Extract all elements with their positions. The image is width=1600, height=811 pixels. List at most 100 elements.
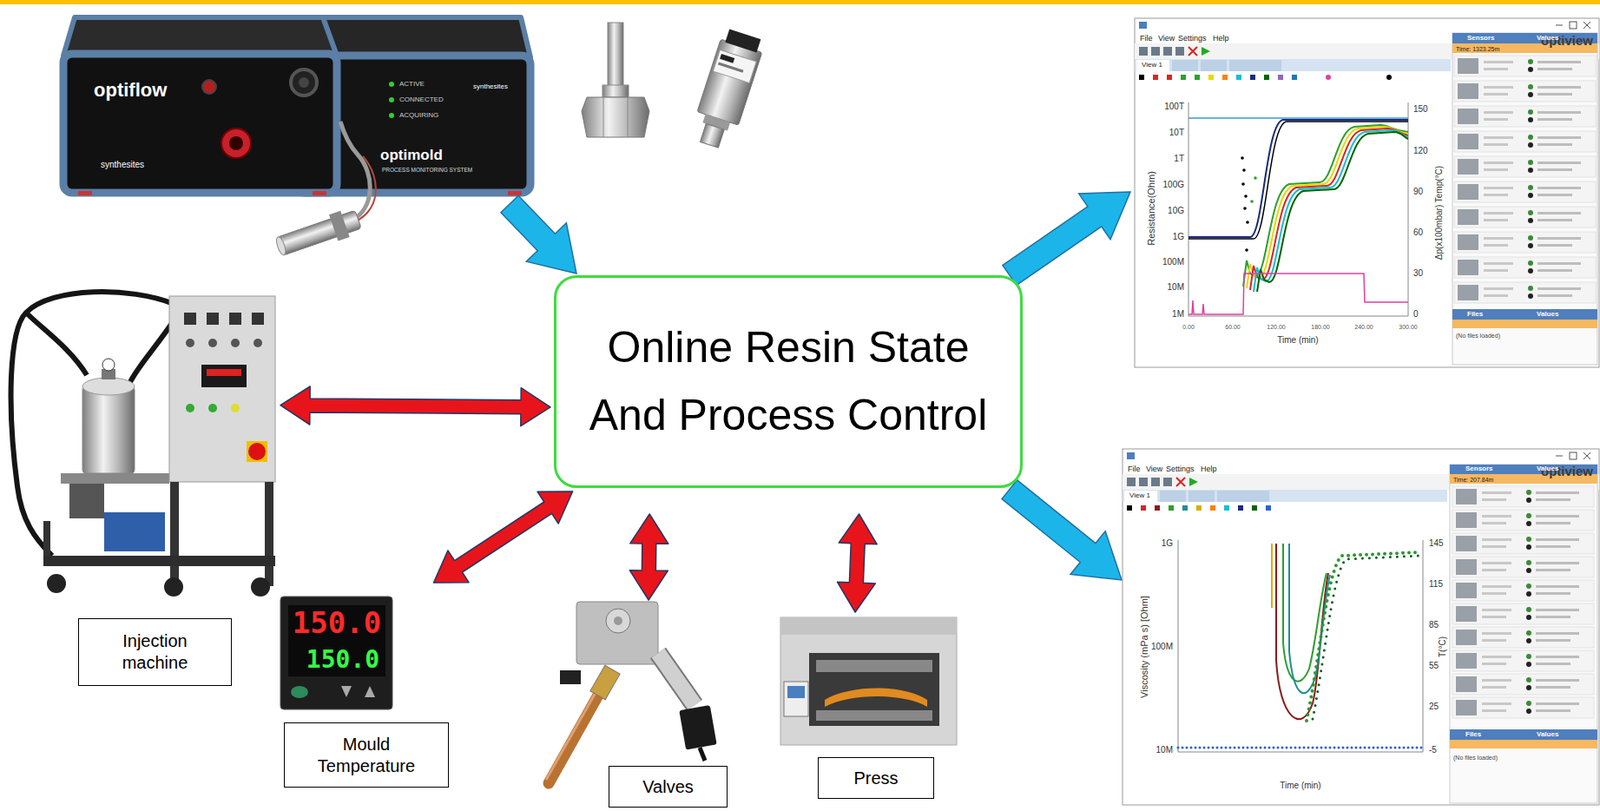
software-window: [1452, 650, 1594, 672]
injection-machine-photo: [69, 483, 105, 519]
software-window: [1452, 603, 1594, 625]
equipment-group: Valves: [540, 601, 728, 810]
software-window: [1452, 556, 1594, 578]
software-window: [1172, 59, 1199, 72]
equipment-group: Press: [780, 617, 957, 799]
tick-label: 10G: [1167, 206, 1185, 216]
panel-header: Sensors: [1465, 465, 1494, 473]
injection-machine-photo: [184, 312, 197, 325]
device-logo: synthesites: [473, 83, 508, 91]
axis-title: Δp(x100mbar) Temp(°C): [1435, 165, 1444, 260]
monitoring-devices: [298, 77, 310, 88]
double-arrow: [280, 386, 551, 427]
software-window: [1454, 156, 1596, 178]
software-window: [1253, 176, 1258, 180]
led-label: CONNECTED: [399, 96, 444, 104]
software-window: [1452, 626, 1594, 648]
temperature-controller-photo: [280, 596, 393, 710]
sensors: [607, 22, 624, 91]
software-window: [1250, 199, 1254, 204]
monitoring-devices: [202, 79, 217, 94]
injection-machine-photo: [264, 481, 274, 587]
axis-title: T(°C): [1438, 636, 1448, 658]
temperature-controller-photo: [280, 596, 393, 710]
status-text: (No files loaded): [1453, 754, 1498, 761]
tick-label: 100M: [1162, 257, 1185, 267]
device-brand: optiflow: [93, 80, 167, 100]
press-photo: [809, 652, 940, 726]
tick-label: 90: [1413, 187, 1423, 197]
software-window: [1194, 74, 1200, 80]
monitoring-devices: [507, 190, 522, 196]
injection-machine-photo: [26, 312, 87, 376]
injection-machine-photo: [82, 386, 135, 474]
monitoring-devices: [63, 53, 337, 193]
software-window: [1454, 231, 1596, 253]
menu-item: Settings: [1165, 465, 1195, 474]
software-window: [1270, 543, 1273, 608]
tick-label: 10T: [1169, 128, 1185, 138]
software-window: [1154, 505, 1160, 511]
injection-machine-photo: [208, 338, 218, 348]
software-window: [1569, 452, 1577, 460]
injection-machine-photo: [208, 403, 218, 413]
panel-header: Files: [1465, 730, 1482, 738]
injection-machine-photo: [43, 555, 276, 567]
injection-machine-photo: [169, 296, 276, 482]
software-window: [1452, 697, 1594, 718]
press-photo: [780, 617, 957, 635]
software-window: [1188, 102, 1190, 317]
software-window: [1126, 505, 1133, 511]
valve-photo: [590, 665, 620, 699]
monitoring-devices: [312, 190, 327, 196]
software-window: [1312, 555, 1420, 719]
injection-machine-photo: [230, 338, 240, 348]
tick-label: 145: [1428, 539, 1444, 548]
double-arrow: [629, 513, 668, 600]
software-window: [1291, 74, 1298, 80]
software-window: [1569, 21, 1577, 29]
software-window: [1454, 80, 1596, 102]
device-brand: optimold: [380, 147, 443, 163]
valve-photo: [548, 685, 604, 784]
blue-arrow: [994, 169, 1146, 299]
software-window: [1159, 490, 1186, 502]
temperature-reading: 150.0: [292, 607, 382, 638]
press-photo: [787, 685, 805, 698]
software-window: [1251, 505, 1258, 511]
injection-machine-photo: [185, 338, 195, 348]
sensors: [699, 123, 725, 148]
press-photo: [780, 617, 957, 745]
led-label: ACQUIRING: [399, 111, 439, 119]
sensors: [712, 49, 757, 83]
injection-machine-photo: [253, 338, 263, 348]
tick-label: 10M: [1167, 283, 1185, 292]
monitoring-devices: [274, 236, 288, 257]
injection-machine-photo: [104, 512, 165, 552]
software-window: [1454, 131, 1596, 152]
injection-machine-photo: [248, 442, 266, 461]
valve-photo: [590, 665, 620, 699]
software-window: [1454, 206, 1596, 228]
equipment-label: Press: [817, 757, 935, 799]
injection-machine-photo: [230, 403, 240, 413]
software-window: [1139, 21, 1147, 29]
injection-machine-photo: [43, 520, 51, 560]
software-window: [1188, 46, 1198, 56]
temperature-controller-photo: [288, 605, 386, 677]
valve-photo: [605, 608, 631, 633]
monitoring-devices: [329, 210, 350, 242]
tick-label: 25: [1428, 702, 1439, 712]
software-window: [1134, 18, 1600, 368]
tick-label: 120.00: [1266, 323, 1285, 330]
sensors: [603, 97, 605, 138]
software-window: [1126, 477, 1136, 487]
sensors: [581, 97, 650, 138]
software-window: [1178, 539, 1179, 752]
tick-label: 10M: [1156, 745, 1173, 755]
tick-label: 100G: [1163, 180, 1185, 190]
panel-header: Values: [1536, 34, 1559, 42]
software-window: [1454, 256, 1596, 278]
sensors: [602, 85, 629, 98]
tick-label: 100T: [1164, 102, 1185, 112]
